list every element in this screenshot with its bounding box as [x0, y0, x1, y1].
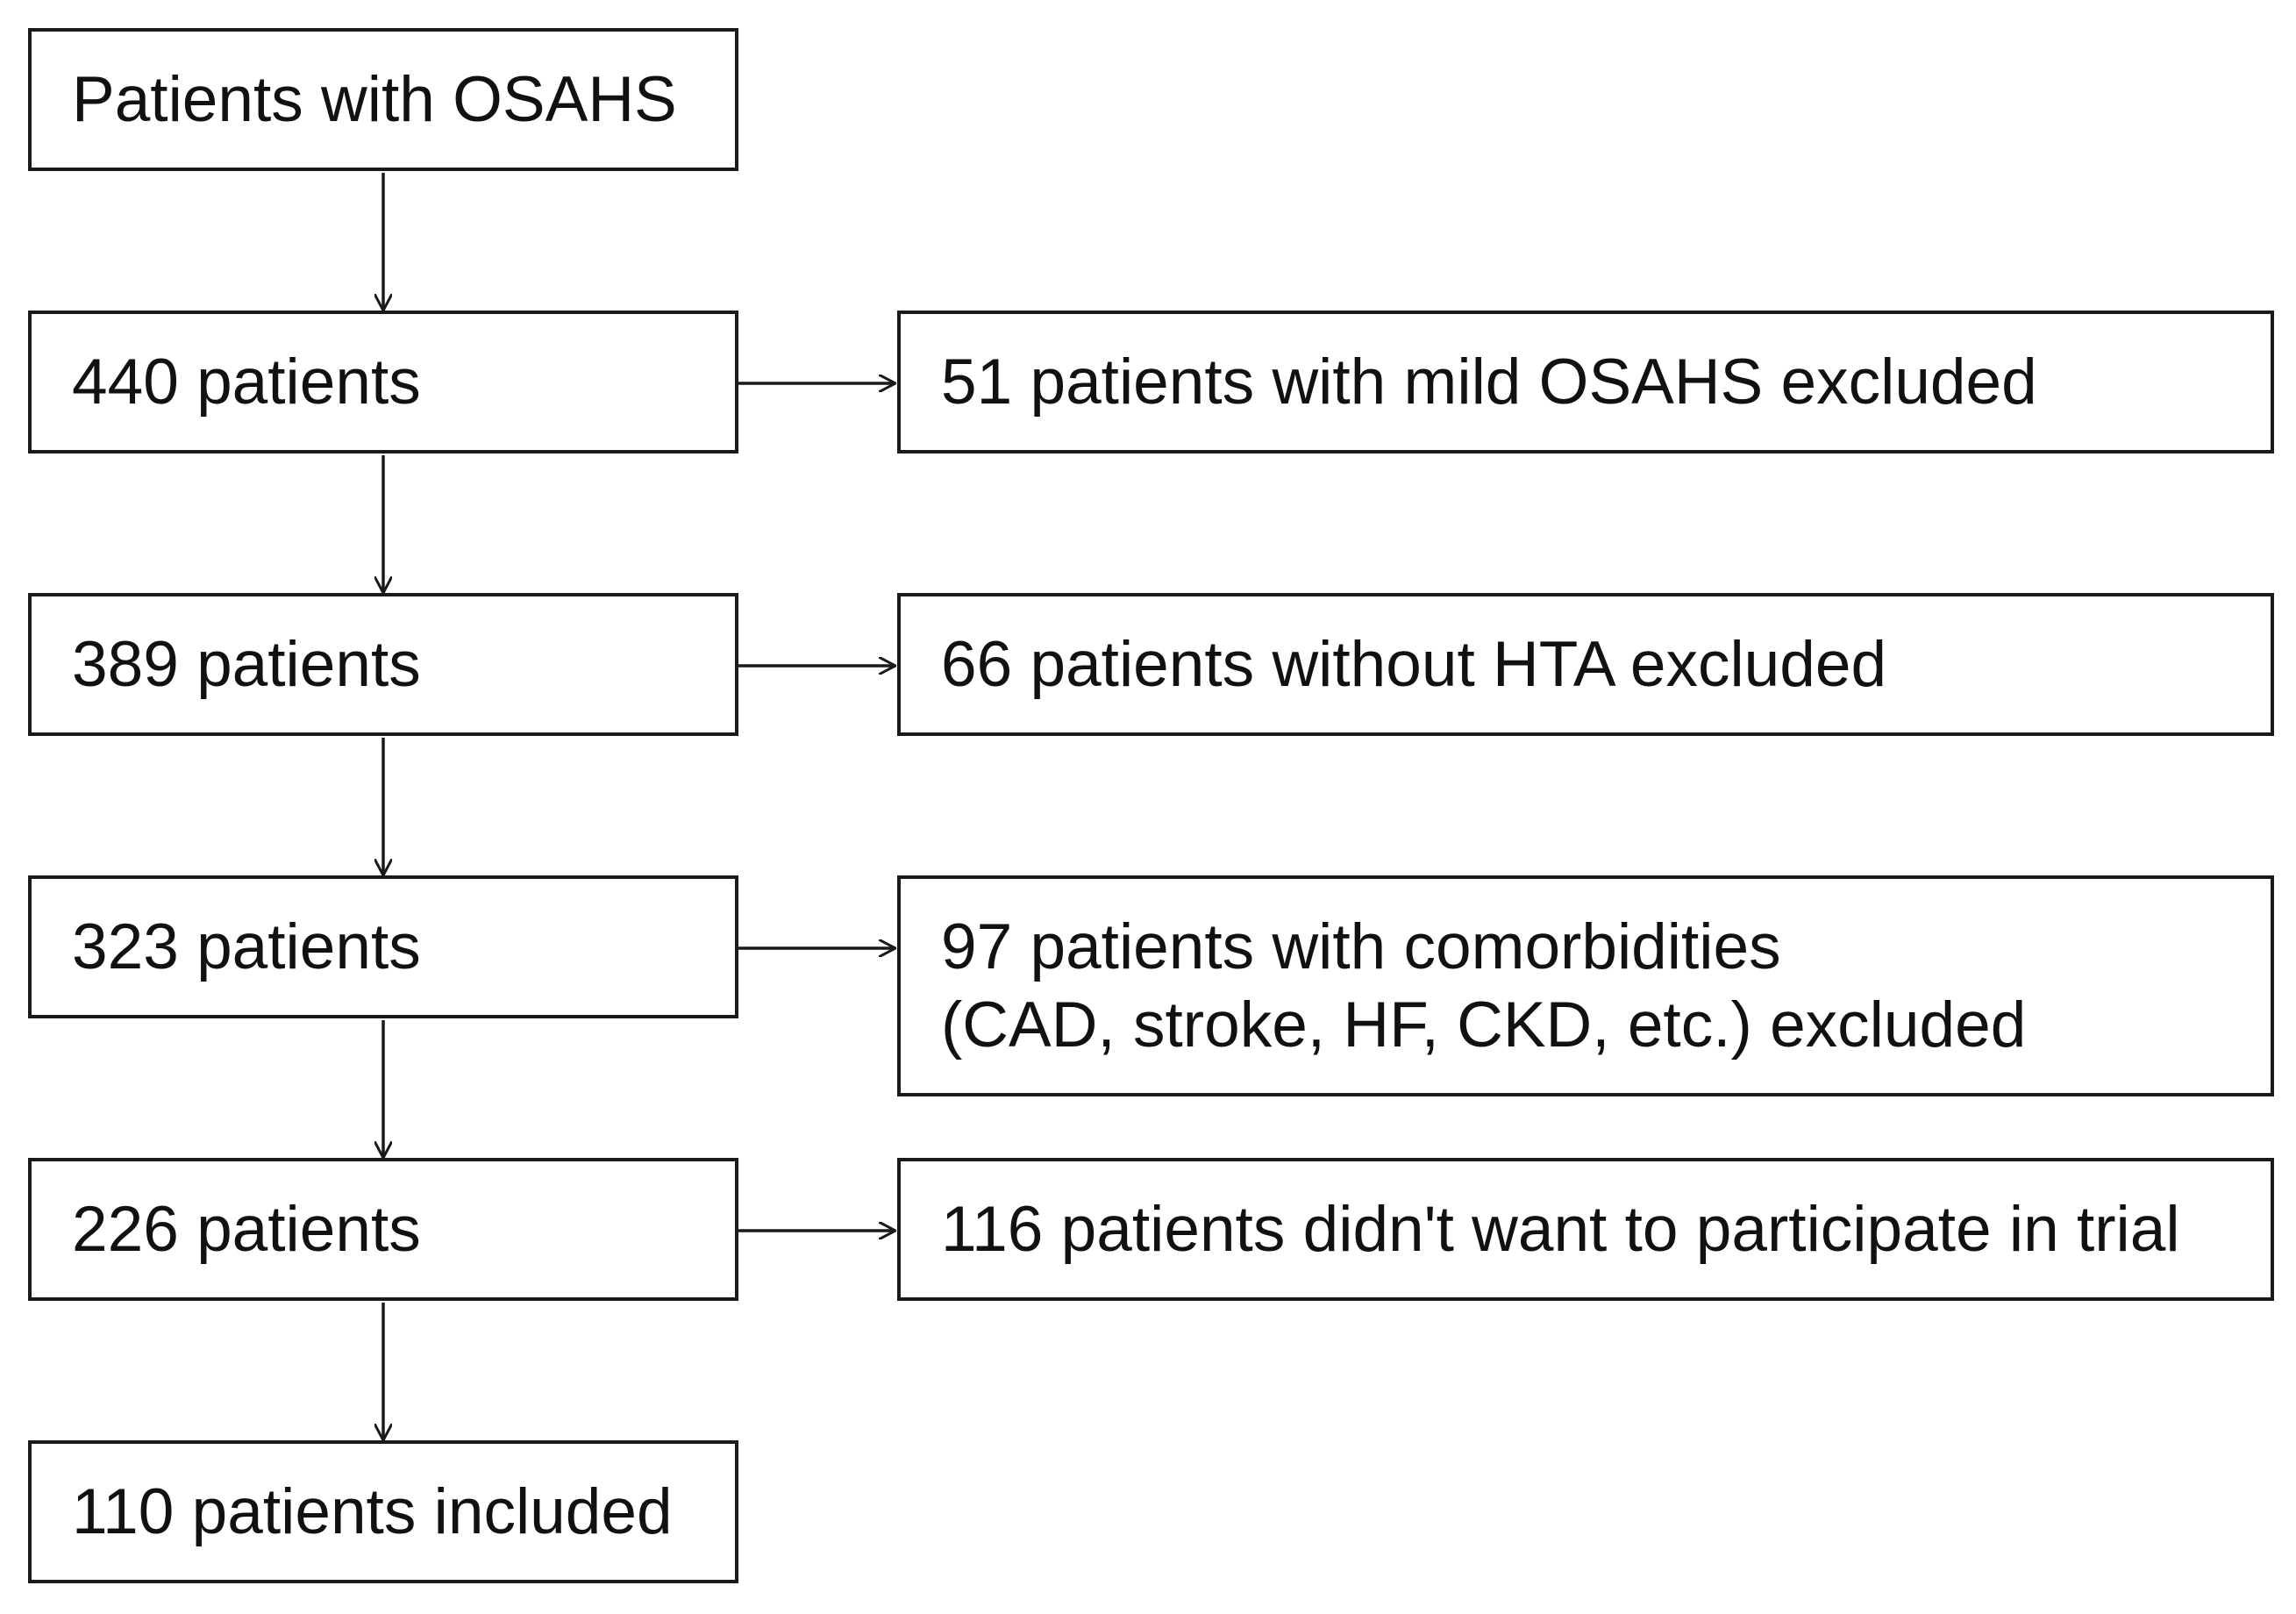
step-label: Patients with OSAHS: [72, 63, 677, 135]
exclusion-label: 51 patients with mild OSAHS excluded: [941, 346, 2037, 418]
step-226-patients: 226 patients: [28, 1158, 738, 1301]
step-label: 389 patients: [72, 628, 421, 700]
step-label: 440 patients: [72, 346, 421, 418]
exclusion-mild-osahs: 51 patients with mild OSAHS excluded: [897, 311, 2274, 453]
step-389-patients: 389 patients: [28, 593, 738, 736]
exclusion-comorbidities: 97 patients with comorbidities (CAD, str…: [897, 875, 2274, 1096]
step-label: 110 patients included: [72, 1475, 673, 1547]
step-110-patients-included: 110 patients included: [28, 1440, 738, 1583]
step-440-patients: 440 patients: [28, 311, 738, 453]
exclusion-label-line-2: (CAD, stroke, HF, CKD, etc.) excluded: [941, 989, 2027, 1061]
exclusion-without-hta: 66 patients without HTA excluded: [897, 593, 2274, 736]
exclusion-label-line-1: 97 patients with comorbidities: [941, 911, 1781, 982]
step-label: 226 patients: [72, 1193, 421, 1265]
exclusion-label: 116 patients didn't want to participate …: [941, 1193, 2180, 1265]
step-patients-with-osahs: Patients with OSAHS: [28, 28, 738, 171]
step-323-patients: 323 patients: [28, 875, 738, 1018]
exclusion-label: 66 patients without HTA excluded: [941, 628, 1887, 700]
step-label: 323 patients: [72, 911, 421, 982]
exclusion-declined-trial: 116 patients didn't want to participate …: [897, 1158, 2274, 1301]
